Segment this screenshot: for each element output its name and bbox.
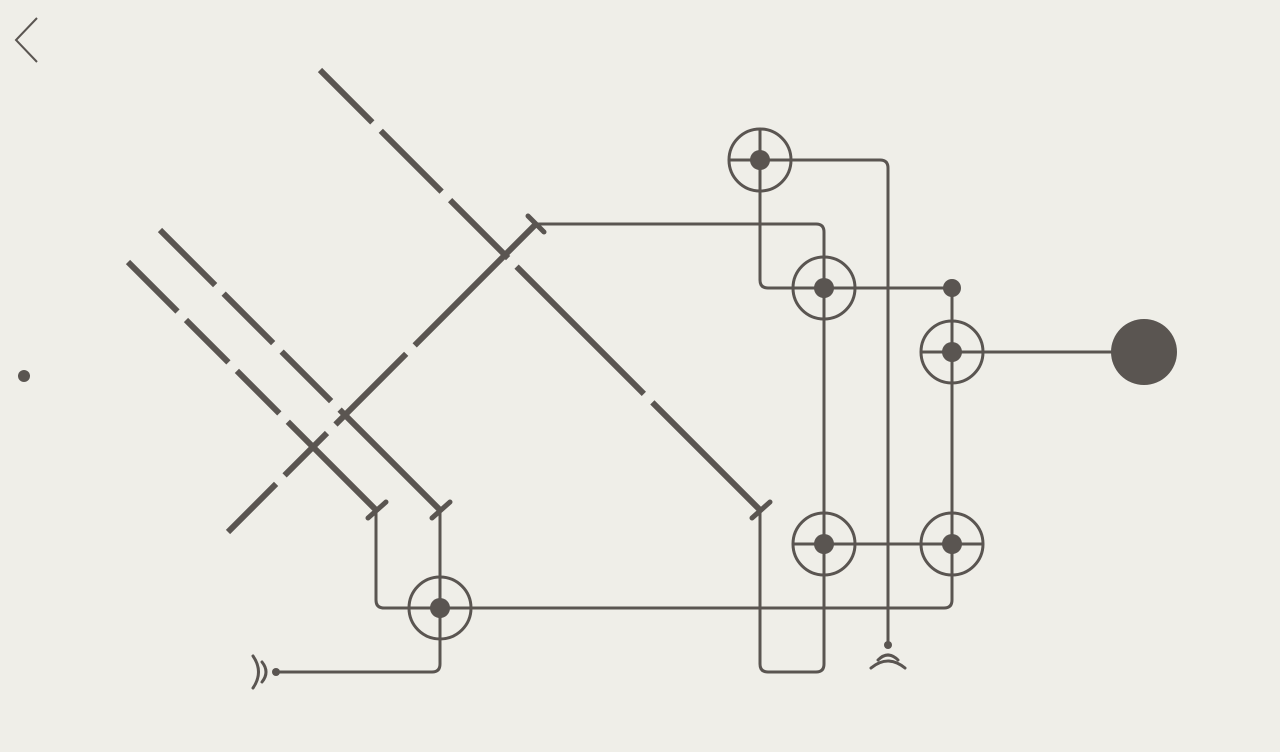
switch-node-bottom-right[interactable]: [919, 511, 985, 577]
switch-node-right[interactable]: [919, 319, 985, 385]
track-caps: [365, 213, 773, 521]
switch-node-top[interactable]: [727, 127, 793, 193]
track-a: [125, 259, 379, 513]
switch-node-bottom-middle[interactable]: [791, 511, 857, 577]
wire-source: [274, 638, 442, 674]
tracks: [125, 67, 763, 535]
track-d-cap: [525, 213, 547, 235]
track-c-cap: [749, 499, 773, 521]
track-d: [225, 221, 539, 535]
back-button[interactable]: [14, 17, 38, 63]
wire-track-a-end: [374, 510, 410, 610]
switch-nodes: [407, 127, 985, 641]
signal-receiver-icon: [869, 641, 907, 670]
wiring: [274, 158, 1114, 674]
junction-dot: [943, 279, 961, 297]
wire-top-switch-down: [758, 190, 794, 290]
switch-node-middle[interactable]: [791, 255, 857, 321]
wire-top-switch-right: [790, 158, 890, 646]
level-indicator-dot: [18, 370, 30, 382]
wire-top-bracket: [534, 222, 826, 258]
track-b: [157, 227, 443, 513]
switch-node-bottom-left[interactable]: [407, 575, 473, 641]
track-c: [317, 67, 763, 513]
goal-node: [1111, 319, 1177, 385]
track-a-cap: [365, 499, 389, 521]
wire-track-c-end: [758, 510, 826, 674]
track-b-cap: [429, 499, 453, 521]
chevron-left-icon: [14, 17, 38, 63]
signal-emitter-icon: [251, 654, 280, 690]
wire-bottom-bus: [470, 574, 954, 610]
